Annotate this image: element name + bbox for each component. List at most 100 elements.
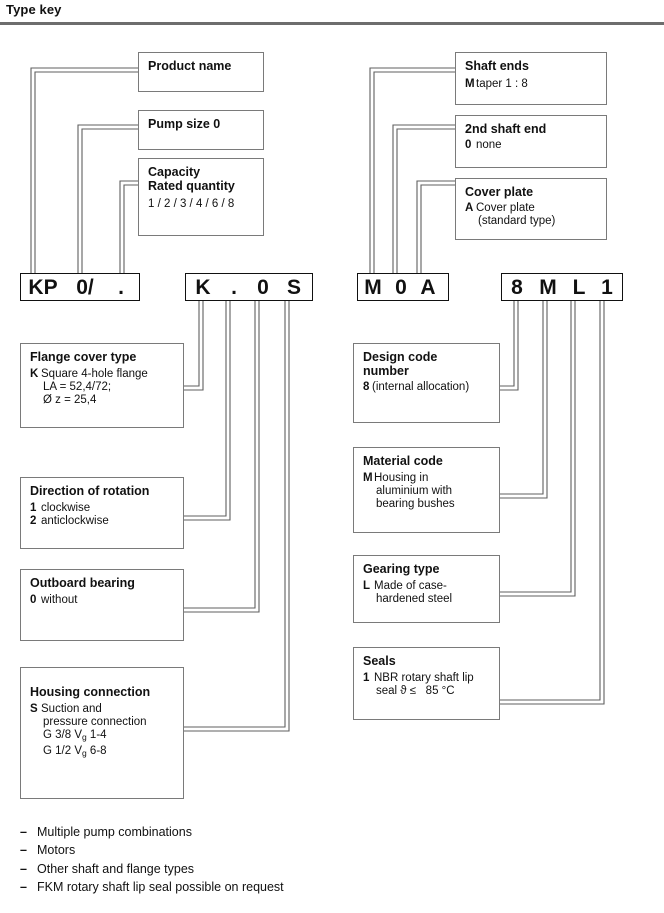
box-title: Seals xyxy=(363,654,396,668)
code-char[interactable]: . xyxy=(231,275,237,299)
row-key: L xyxy=(363,579,371,592)
row-text-pre: G 3/8 V xyxy=(43,729,82,742)
code-group-kos[interactable]: K . 0 S xyxy=(185,273,313,301)
note-item: –FKM rotary shaft lip seal possible on r… xyxy=(20,878,284,896)
note-text: Other shaft and flange types xyxy=(37,861,195,876)
code-group-8ml1[interactable]: 8 M L 1 xyxy=(501,273,623,301)
box-row: pressure connection xyxy=(43,715,147,728)
row-text: Cover plate xyxy=(476,201,535,214)
note-dash: – xyxy=(20,880,27,895)
code-char[interactable]: 0 xyxy=(395,275,407,299)
note-text: FKM rotary shaft lip seal possible on re… xyxy=(37,880,284,895)
row-key: K xyxy=(30,367,39,380)
row-key: M xyxy=(363,471,373,484)
row-text-post: 6-8 xyxy=(86,744,107,757)
row-text: anticlockwise xyxy=(41,514,109,527)
box-row: LA = 52,4/72; xyxy=(43,380,112,393)
box-title: Shaft ends xyxy=(465,59,529,73)
code-char[interactable]: 8 xyxy=(511,275,523,299)
row-key: 8 xyxy=(363,381,370,393)
code-group-kp[interactable]: KP 0/ . xyxy=(20,273,140,301)
row-text: (internal allocation) xyxy=(372,381,470,393)
note-dash: – xyxy=(20,825,27,839)
row-key: 1 xyxy=(30,501,37,514)
row-subscript: g xyxy=(82,747,87,758)
box-shaft-ends: Shaft ends Mtaper 1 : 8 xyxy=(455,52,607,105)
box-row: (standard type) xyxy=(478,214,556,227)
row-text-post: 1-4 xyxy=(86,729,107,742)
row-subscript: g xyxy=(82,732,87,743)
notes-list: –Multiple pump combinations –Motors –Oth… xyxy=(20,823,284,897)
box-row: aluminium with xyxy=(376,484,453,497)
box-title: Outboard bearing xyxy=(30,576,135,590)
box-row: 1 clockwise xyxy=(30,502,183,515)
code-char[interactable]: S xyxy=(286,275,301,299)
code-char[interactable]: L xyxy=(572,275,586,299)
box-title: Housing connection xyxy=(30,685,151,699)
note-text: Motors xyxy=(37,843,76,858)
box-product-name: Product name xyxy=(138,52,264,92)
box-row: G 1/2 Vg 6-8 xyxy=(30,745,183,760)
code-char[interactable]: M xyxy=(539,275,557,299)
row-text: taper 1 : 8 xyxy=(476,77,528,90)
box-title: Gearing type xyxy=(363,562,440,576)
row-text: Suction and xyxy=(41,702,102,715)
note-item: –Motors xyxy=(20,841,284,859)
box-outboard-bearing: Outboard bearing 0 without xyxy=(20,569,184,641)
box-row: 0 none xyxy=(465,139,606,152)
box-row: Mtaper 1 : 8 xyxy=(465,78,606,91)
note-text: Multiple pump combinations xyxy=(37,825,192,839)
row-text: Made of case- xyxy=(374,579,447,592)
code-char[interactable]: KP xyxy=(28,275,58,299)
code-char[interactable]: 0 xyxy=(257,275,269,299)
row-key: 0 xyxy=(30,593,37,606)
row-text: without xyxy=(41,593,78,606)
row-key: 2 xyxy=(30,514,37,527)
box-row: MHousing in xyxy=(363,472,499,485)
box-row: seal ϑ ≤ 85 °C xyxy=(376,684,455,697)
box-title: Cover plate xyxy=(465,185,534,199)
row-text: none xyxy=(476,138,502,151)
code-char[interactable]: K xyxy=(195,275,211,299)
code-char[interactable]: 0/ xyxy=(76,275,94,299)
row-text: clockwise xyxy=(41,501,91,514)
code-group-moa[interactable]: M 0 A xyxy=(357,273,449,301)
box-row: G 3/8 Vg 1-4 xyxy=(30,729,183,744)
row-key: 0 xyxy=(465,138,472,151)
note-item: –Other shaft and flange types xyxy=(20,860,284,878)
row-key: A xyxy=(465,201,474,214)
row-key: S xyxy=(30,702,38,715)
box-title: Material code xyxy=(363,454,443,468)
code-char[interactable]: A xyxy=(420,275,436,299)
box-row: hardened steel xyxy=(376,592,453,605)
code-char[interactable]: . xyxy=(118,275,124,299)
box-pump-size: Pump size 0 xyxy=(138,110,264,150)
box-design-code-number: Design code number 8(internal allocation… xyxy=(353,343,500,423)
row-key: M xyxy=(465,77,475,90)
header-rule xyxy=(0,22,664,25)
row-key: 1 xyxy=(363,671,370,684)
box-title: Flange cover type xyxy=(30,350,137,364)
code-char[interactable]: M xyxy=(364,275,382,299)
box-capacity: Capacity Rated quantity 1 / 2 / 3 / 4 / … xyxy=(138,158,264,236)
note-item: –Multiple pump combinations xyxy=(20,823,284,841)
box-subtitle: Rated quantity xyxy=(148,178,235,193)
box-row: 2 anticlockwise xyxy=(30,515,183,528)
box-title: Design code xyxy=(363,350,438,364)
note-dash: – xyxy=(20,843,27,858)
row-text: Square 4-hole flange xyxy=(41,367,148,380)
box-title: Product name xyxy=(148,59,232,73)
code-char[interactable]: 1 xyxy=(601,275,613,299)
row-text: NBR rotary shaft lip xyxy=(374,671,474,684)
box-row: Ø z = 25,4 xyxy=(43,394,97,407)
box-row: 0 without xyxy=(30,594,183,607)
